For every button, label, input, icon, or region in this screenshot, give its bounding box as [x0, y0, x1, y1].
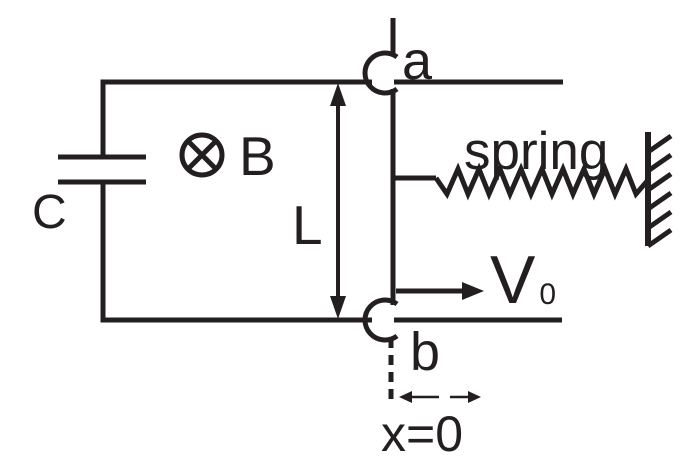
initial-velocity-label: V 0	[490, 246, 556, 314]
capacitor-label: C	[32, 186, 67, 239]
spring-label: spring	[464, 122, 609, 181]
magnetic-field-label: B	[239, 125, 276, 187]
x-measure-arrow	[399, 391, 481, 403]
contact-b-hook	[362, 297, 399, 343]
contact-a-hook	[362, 50, 399, 96]
field-into-page-icon	[179, 132, 225, 178]
sliding-rod	[362, 18, 399, 399]
origin-label: x=0	[381, 406, 464, 462]
spring-zigzag	[433, 162, 650, 201]
velocity-subscript: 0	[539, 278, 557, 311]
wall-fixed-support	[645, 132, 673, 249]
velocity-symbol: V	[490, 242, 536, 318]
contact-a-label: a	[402, 31, 433, 91]
wall-hatching	[646, 133, 673, 249]
capacitor-symbol	[58, 154, 146, 185]
velocity-arrow	[396, 282, 484, 300]
circuit-wires	[100, 79, 563, 323]
top-left-rail	[100, 79, 372, 157]
rod-length-label: L	[292, 194, 323, 256]
spring-symbol	[394, 162, 650, 201]
contact-b-label: b	[410, 322, 441, 382]
length-dimension-arrow	[330, 83, 346, 319]
bottom-left-rail	[100, 182, 372, 323]
